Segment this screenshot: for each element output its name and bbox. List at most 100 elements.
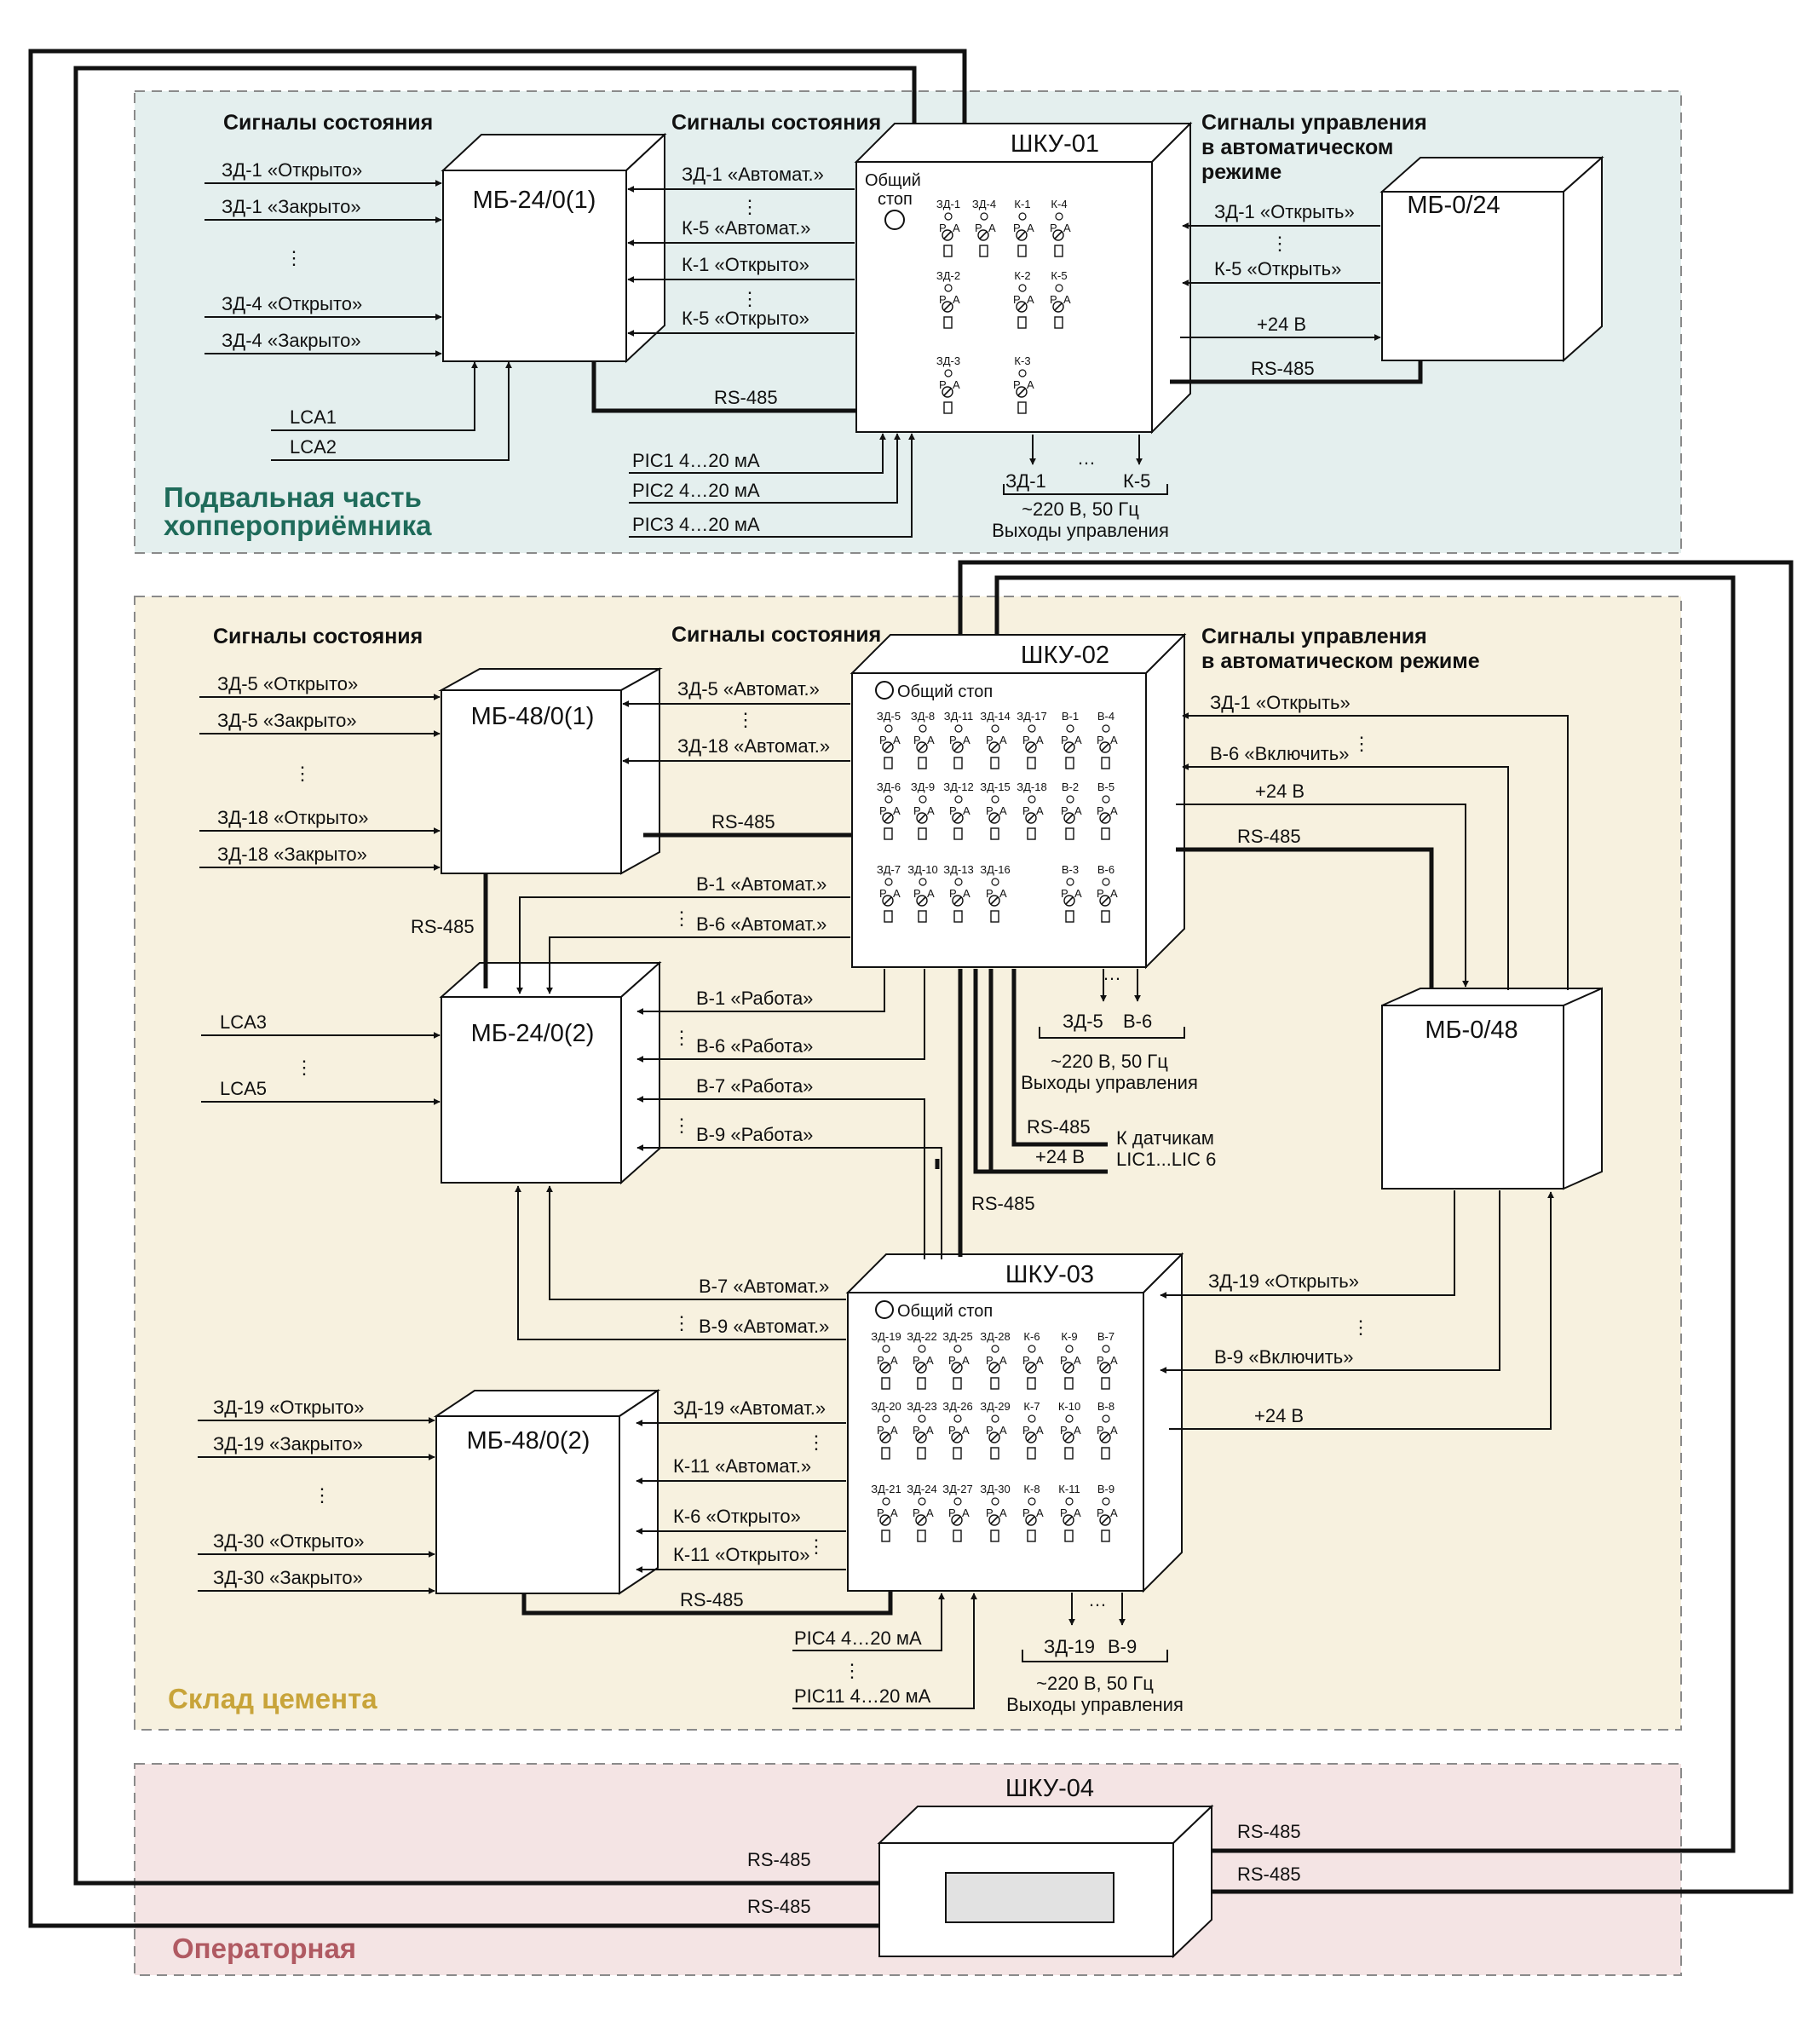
push-button-icon[interactable] xyxy=(884,910,893,923)
push-button-icon[interactable] xyxy=(918,757,927,769)
push-button-icon[interactable] xyxy=(943,245,953,257)
push-button-icon[interactable] xyxy=(943,316,953,329)
push-button-icon[interactable] xyxy=(1027,1529,1036,1542)
state-signals-header-2a: Сигналы состояния xyxy=(213,625,423,648)
push-button-icon[interactable] xyxy=(1064,1529,1074,1542)
push-button-icon[interactable] xyxy=(1054,316,1063,329)
mode-letters: А xyxy=(963,734,970,746)
emergency-stop-button[interactable] xyxy=(875,1300,894,1319)
switch-label: В-2 xyxy=(1062,781,1079,793)
mb-0-48-title: МБ-0/48 xyxy=(1425,1017,1518,1044)
push-button-icon[interactable] xyxy=(884,757,893,769)
push-button-icon[interactable] xyxy=(1064,1447,1074,1460)
rs485-label: RS-485 xyxy=(747,1849,811,1870)
push-button-icon[interactable] xyxy=(1027,827,1036,840)
mode-letters: Р xyxy=(877,1424,884,1437)
switch-label: ЗД-12 xyxy=(943,781,973,793)
push-button-icon[interactable] xyxy=(943,401,953,414)
emergency-stop-label: Общий стоп xyxy=(897,683,993,701)
s3-input-label: ЗД-30 «Открыто» xyxy=(213,1530,365,1552)
mode-letters: Р xyxy=(1061,804,1068,817)
indicator-lamp-icon xyxy=(1065,1497,1074,1506)
indicator-lamp-icon xyxy=(919,795,927,804)
rs485-label: RS-485 xyxy=(714,387,778,408)
indicator-lamp-icon xyxy=(1018,284,1027,292)
push-button-icon[interactable] xyxy=(918,910,927,923)
push-button-icon[interactable] xyxy=(881,1377,890,1390)
push-button-icon[interactable] xyxy=(881,1447,890,1460)
ellipsis: … xyxy=(1088,1589,1107,1610)
push-button-icon[interactable] xyxy=(1101,827,1110,840)
push-button-icon[interactable] xyxy=(990,827,999,840)
push-button-icon[interactable] xyxy=(953,827,963,840)
push-button-icon[interactable] xyxy=(953,1529,962,1542)
sensors-label: LIC1...LIC 6 xyxy=(1116,1149,1216,1170)
mode-letters: Р xyxy=(986,887,994,900)
mode-letters: А xyxy=(988,222,996,234)
push-button-icon[interactable] xyxy=(881,1529,890,1542)
push-button-icon[interactable] xyxy=(1054,245,1063,257)
push-button-icon[interactable] xyxy=(918,827,927,840)
push-button-icon[interactable] xyxy=(990,910,999,923)
indicator-lamp-icon xyxy=(1018,369,1027,377)
outputs-label: Выходы управления xyxy=(1006,1694,1184,1715)
push-button-icon[interactable] xyxy=(1101,910,1110,923)
push-button-icon[interactable] xyxy=(1017,245,1027,257)
s2-input-label: ЗД-5 «Закрыто» xyxy=(217,710,357,731)
mode-letters: Р xyxy=(879,887,887,900)
push-button-icon[interactable] xyxy=(1027,1447,1036,1460)
push-button-icon[interactable] xyxy=(953,910,963,923)
indicator-lamp-icon xyxy=(1102,724,1110,733)
push-button-icon[interactable] xyxy=(1027,757,1036,769)
ellipsis: ⋮ xyxy=(672,1312,691,1334)
push-button-icon[interactable] xyxy=(953,1377,962,1390)
switch-label: ЗД-30 xyxy=(980,1483,1010,1495)
push-button-icon[interactable] xyxy=(917,1447,926,1460)
s3-output-label: В-9 xyxy=(1108,1636,1137,1657)
push-button-icon[interactable] xyxy=(990,1529,999,1542)
mode-letters: Р xyxy=(1060,1424,1068,1437)
push-button-icon[interactable] xyxy=(1065,827,1074,840)
indicator-lamp-icon xyxy=(991,1414,999,1423)
mode-letters: Р xyxy=(1013,222,1021,234)
push-button-icon[interactable] xyxy=(953,1447,962,1460)
push-button-icon[interactable] xyxy=(917,1377,926,1390)
push-button-icon[interactable] xyxy=(1017,316,1027,329)
indicator-lamp-icon xyxy=(1018,212,1027,221)
push-button-icon[interactable] xyxy=(884,827,893,840)
push-button-icon[interactable] xyxy=(1101,757,1110,769)
push-button-icon[interactable] xyxy=(1065,757,1074,769)
push-button-icon[interactable] xyxy=(1065,910,1074,923)
push-button-icon[interactable] xyxy=(979,245,988,257)
push-button-icon[interactable] xyxy=(1101,1377,1110,1390)
push-button-icon[interactable] xyxy=(1017,401,1027,414)
mode-letters: А xyxy=(1110,804,1118,817)
switch-label: ЗД-17 xyxy=(1017,710,1046,723)
pic-label: PIC3 4…20 мА xyxy=(632,514,760,535)
emergency-stop-button[interactable] xyxy=(875,681,894,700)
s1-plus24-label: +24 В xyxy=(1257,314,1306,335)
switch-label: ЗД-5 xyxy=(877,710,901,723)
mode-letters: А xyxy=(926,1424,934,1437)
push-button-icon[interactable] xyxy=(1064,1377,1074,1390)
ellipsis: ⋮ xyxy=(736,709,755,730)
switch-label: ЗД-26 xyxy=(942,1400,972,1413)
push-button-icon[interactable] xyxy=(990,1377,999,1390)
mode-letters: А xyxy=(1063,222,1071,234)
switch-label: К-4 xyxy=(1051,198,1067,210)
push-button-icon[interactable] xyxy=(917,1529,926,1542)
mode-letters: Р xyxy=(1097,734,1104,746)
shku02-title: ШКУ-02 xyxy=(1021,642,1109,669)
switch-label: ЗД-14 xyxy=(980,710,1010,723)
push-button-icon[interactable] xyxy=(990,757,999,769)
emergency-stop-button[interactable] xyxy=(884,210,905,230)
push-button-icon[interactable] xyxy=(990,1447,999,1460)
outputs-label: Выходы управления xyxy=(992,520,1169,541)
sensors-label: К датчикам xyxy=(1116,1127,1214,1149)
push-button-icon[interactable] xyxy=(1101,1529,1110,1542)
push-button-icon[interactable] xyxy=(1027,1377,1036,1390)
push-button-icon[interactable] xyxy=(953,757,963,769)
push-button-icon[interactable] xyxy=(1101,1447,1110,1460)
